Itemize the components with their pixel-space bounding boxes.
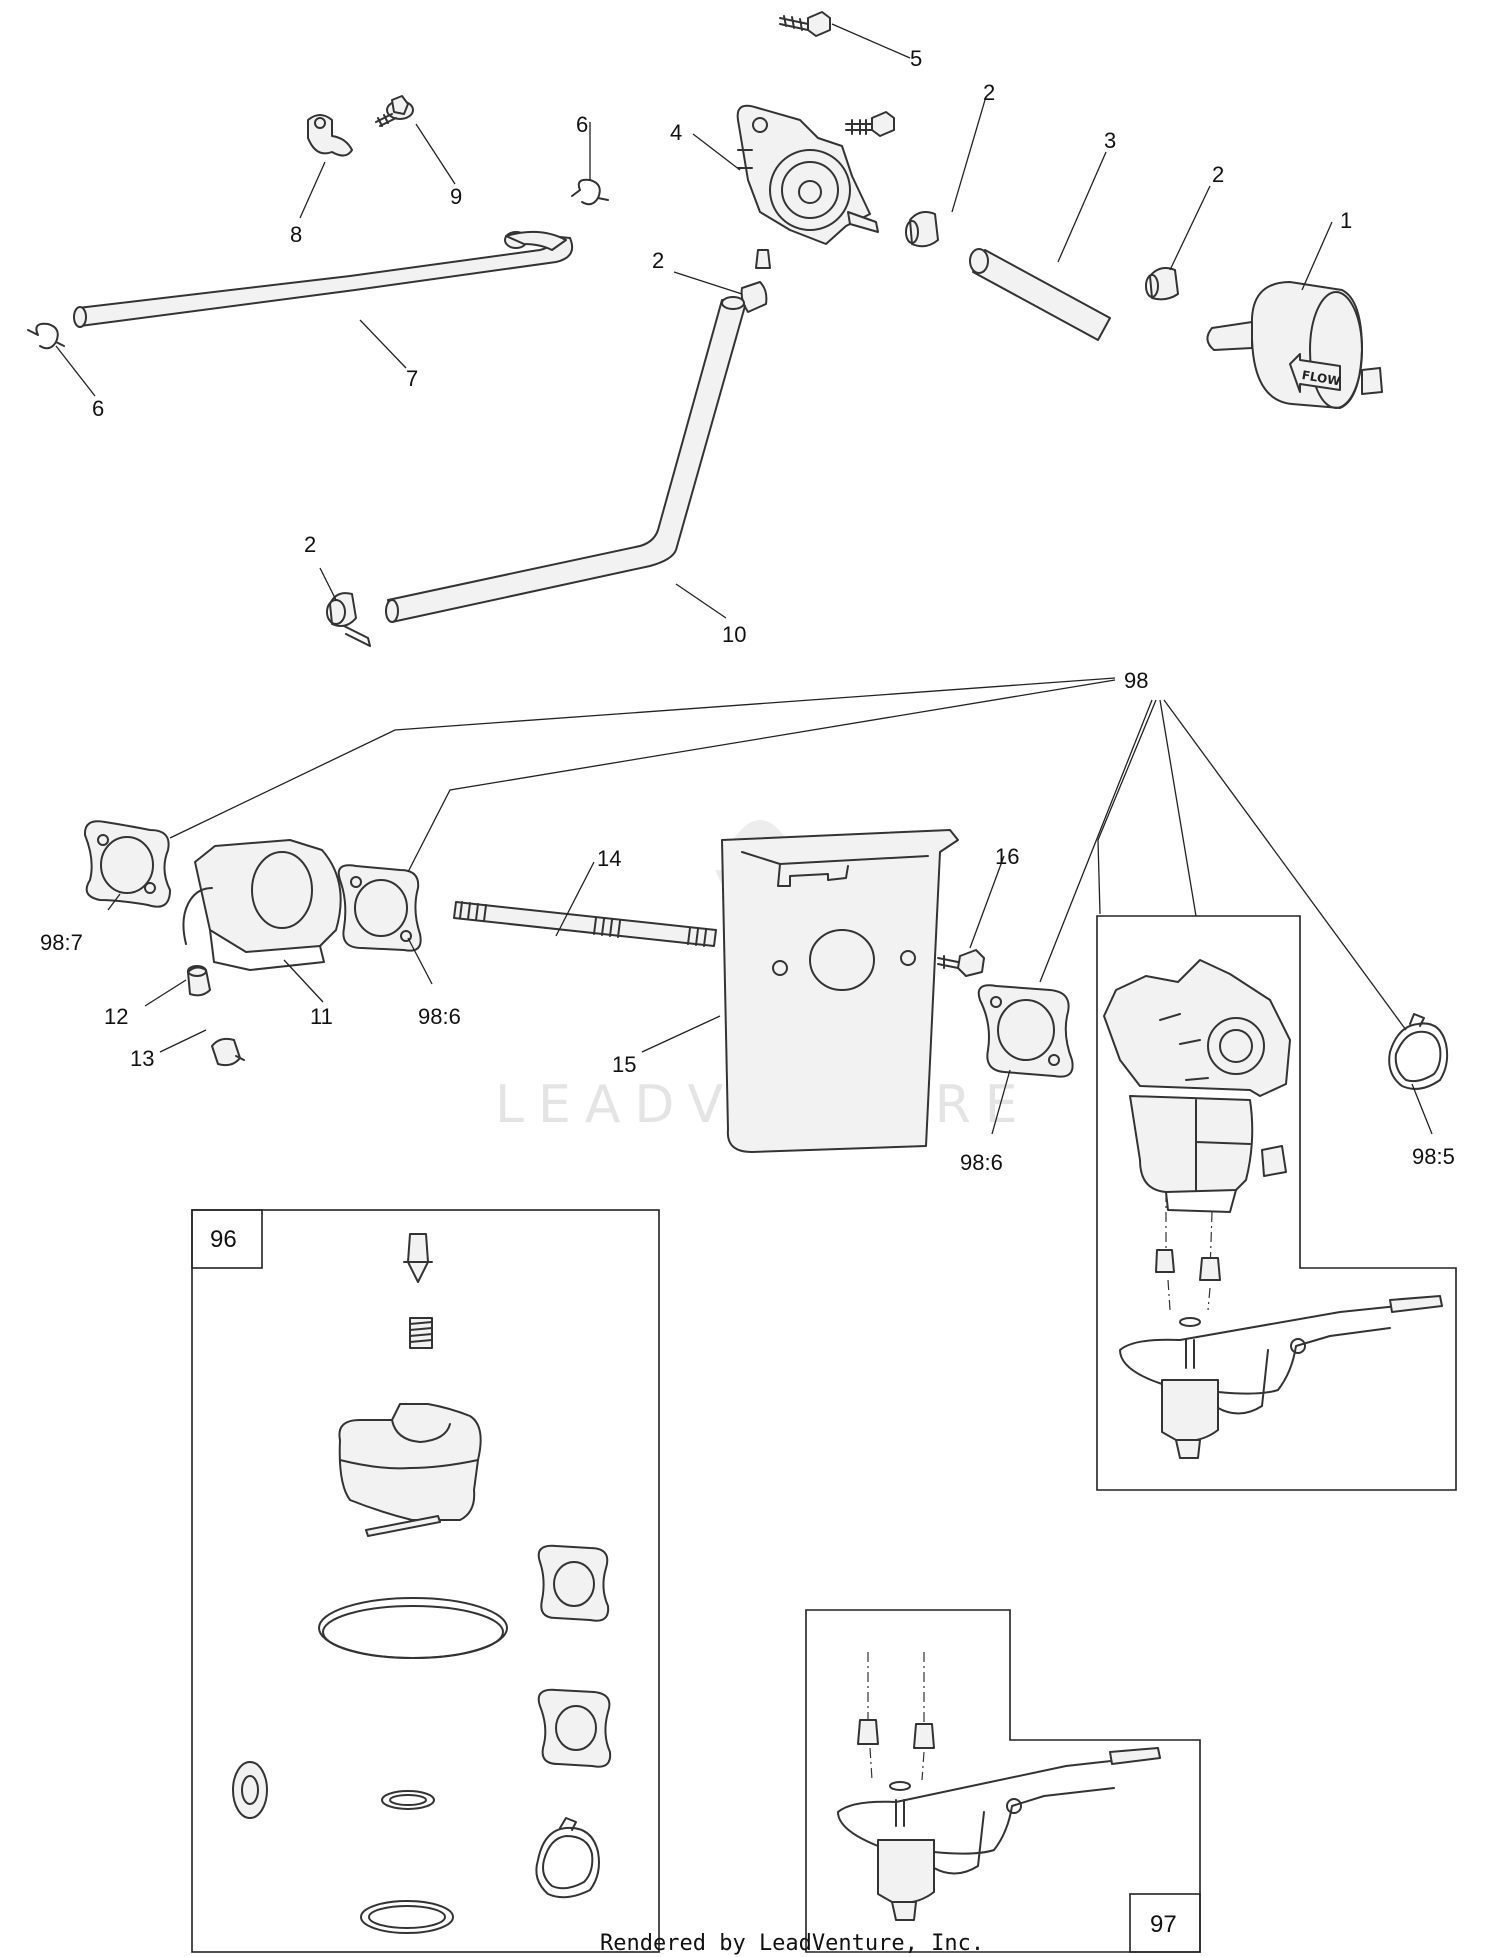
- carburetor-icon: [1103, 959, 1291, 1213]
- callout-14: 14: [597, 846, 621, 871]
- gasket-icon: [83, 820, 171, 908]
- callout-10: 10: [722, 622, 746, 647]
- callout-98-leaders: [169, 677, 1407, 1031]
- callout-9: 9: [450, 184, 462, 209]
- gasket-icon: [1388, 1013, 1449, 1090]
- gasket-icon: [337, 864, 422, 952]
- solenoid-icon: [837, 1652, 1161, 1921]
- callout-15: 15: [612, 1052, 636, 1077]
- fuel-pump-icon: [736, 104, 879, 269]
- callout-13: 13: [130, 1046, 154, 1071]
- fuel-hose-10: [385, 296, 746, 623]
- gasket-icon: [535, 1817, 600, 1899]
- intake-spacer: [182, 839, 342, 971]
- kit-96-label: 96: [210, 1226, 237, 1253]
- callout-98-6: 98:6: [960, 1150, 1003, 1175]
- callout-16: 16: [995, 844, 1019, 869]
- threaded-stud: [453, 901, 717, 947]
- fuel-hose-7: [73, 230, 574, 328]
- callout-2: 2: [983, 80, 995, 105]
- bolt-icon: [937, 949, 985, 977]
- callout-1: 1: [1340, 208, 1352, 233]
- callout-5: 5: [910, 46, 922, 71]
- gasket-icon: [537, 1688, 612, 1768]
- callout-98-7: 98:7: [40, 930, 83, 955]
- hose-clamp-icon: [740, 281, 768, 313]
- o-ring: [360, 1900, 454, 1934]
- needle-valve: [403, 1233, 433, 1283]
- bolt-icon: [375, 95, 414, 127]
- hose-clamp-icon: [1145, 267, 1179, 301]
- o-ring: [381, 1790, 435, 1810]
- fuel-hose-3: [969, 248, 1111, 341]
- spring: [409, 1317, 433, 1349]
- footer-credit: Rendered by LeadVenture, Inc.: [600, 1931, 984, 1956]
- callout-3: 3: [1104, 128, 1116, 153]
- gasket-icon: [977, 984, 1074, 1078]
- kit-97-frame: [805, 1609, 1201, 1953]
- callout-11: 11: [310, 1004, 333, 1029]
- callout-7: 7: [406, 366, 418, 391]
- gasket-icon: [537, 1544, 610, 1622]
- p-clip-icon: [307, 114, 353, 157]
- float-pin: [365, 1515, 441, 1537]
- bowl-seal-ring: [318, 1597, 508, 1659]
- hose-clamp-icon: [905, 211, 939, 248]
- sealing-washer: [232, 1761, 268, 1819]
- callout-2: 2: [304, 532, 316, 557]
- hose-clamp-icon: [326, 592, 371, 647]
- callout-2: 2: [652, 248, 664, 273]
- carburetor-float: [338, 1403, 482, 1521]
- bolt-icon: [845, 111, 895, 137]
- hose-clamp-icon: [211, 1037, 245, 1067]
- bolt-icon: [779, 11, 831, 37]
- flow-marking: FLOW: [1301, 368, 1342, 389]
- kit-97-label: 97: [1150, 1911, 1177, 1938]
- callout-8: 8: [290, 222, 302, 247]
- callout-98-5: 98:5: [1412, 1144, 1455, 1169]
- kit-96-frame: [191, 1209, 660, 1953]
- callout-98: 98: [1124, 668, 1148, 693]
- hose-cap: [187, 965, 211, 997]
- solenoid-icon: [1119, 1192, 1443, 1459]
- hose-clamp-icon: [571, 178, 609, 206]
- callout-6: 6: [92, 396, 104, 421]
- callout-12: 12: [104, 1004, 128, 1029]
- heat-shield-plate: [721, 829, 959, 1153]
- callout-2: 2: [1212, 162, 1224, 187]
- callout-4: 4: [670, 120, 682, 145]
- callout-98-6: 98:6: [418, 1004, 461, 1029]
- carburetor-kit-frame: [1096, 915, 1457, 1491]
- callout-leaders: [55, 23, 1433, 1135]
- hose-clamp-icon: [27, 322, 65, 350]
- fuel-filter-icon: FLOW: [1206, 281, 1383, 409]
- callout-labels: 1 2 2 2 2 3 4 5 6 6 7 8 9 10 11 12 13 14…: [40, 46, 1455, 1938]
- callout-6: 6: [576, 112, 588, 137]
